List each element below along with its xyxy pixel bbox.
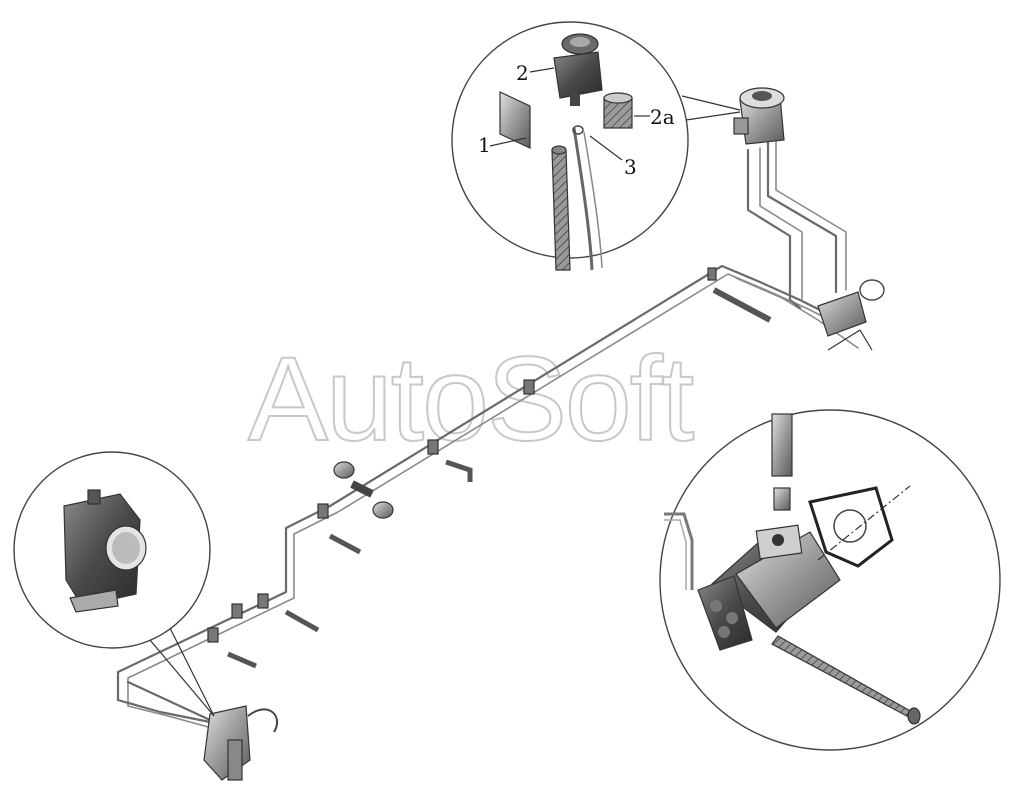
bracket-icon [499, 91, 531, 149]
reservoir-body-icon [553, 33, 603, 106]
detail-circle-steering-gear [13, 451, 215, 717]
grommet-icon [333, 461, 355, 479]
grommet-icon [372, 501, 394, 519]
hose-icon [551, 125, 603, 271]
callout-2a: 2а [650, 105, 675, 129]
line-clamps [207, 267, 772, 669]
callout-3: 3 [624, 155, 637, 179]
filter-element-icon [603, 92, 633, 129]
callout-1: 1 [478, 133, 491, 157]
callout-2: 2 [516, 61, 529, 85]
steering-gear-icon [63, 489, 147, 613]
reservoir-lines [746, 137, 847, 310]
reservoir-assembly [733, 87, 785, 145]
pump-icon [664, 413, 921, 725]
watermark-text: AutoSoft [248, 332, 694, 466]
steering-gear-small [203, 705, 279, 781]
detail-circle-reservoir: 2 2а 1 3 [451, 21, 741, 271]
detail-circle-pump [659, 329, 1001, 751]
pump-small [817, 279, 885, 337]
